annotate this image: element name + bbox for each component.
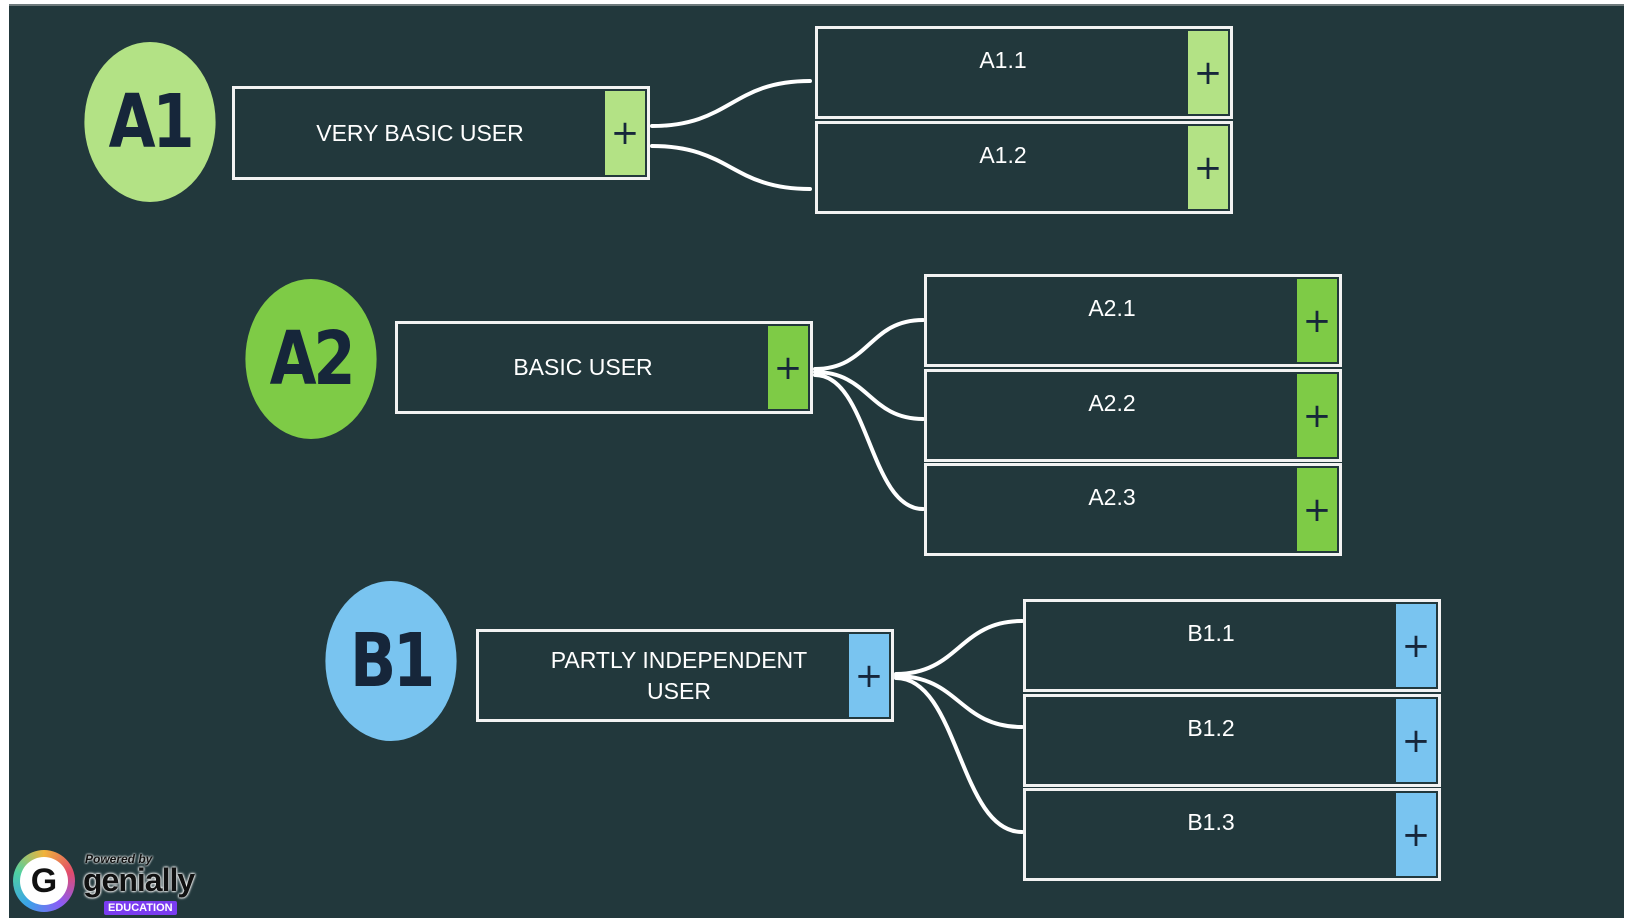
sublevel-box-b1-3: B1.3 +	[1023, 788, 1441, 881]
level-box-a2: BASIC USER +	[395, 321, 813, 414]
expand-a2-3-button[interactable]: +	[1297, 468, 1337, 551]
genially-logo[interactable]: G Powered by genially EDUCATION	[9, 848, 209, 918]
powered-by-text: Powered by	[85, 852, 153, 866]
brand-name: genially	[83, 862, 195, 898]
level-badge-b1: B1	[325, 581, 457, 741]
level-badge-a1: A1	[84, 42, 216, 202]
sublevel-box-a2-3: A2.3 +	[924, 463, 1342, 556]
diagram-canvas: A1 VERY BASIC USER + A1.1 + A1.2 + A2 BA…	[9, 4, 1624, 918]
level-title-a1: VERY BASIC USER	[316, 119, 524, 146]
level-box-b1: PARTLY INDEPENDENT USER +	[476, 629, 894, 722]
connector-line	[650, 144, 812, 191]
expand-a1-2-button[interactable]: +	[1188, 126, 1228, 209]
expand-a1-1-button[interactable]: +	[1188, 31, 1228, 114]
expand-b1-3-button[interactable]: +	[1396, 793, 1436, 876]
expand-a2-1-button[interactable]: +	[1297, 279, 1337, 362]
connector-line	[813, 373, 925, 511]
connector-line	[894, 676, 1024, 834]
genially-logo-icon: G	[13, 850, 75, 912]
sublevel-label: A2.1	[1088, 295, 1136, 321]
connector-line	[894, 619, 1024, 676]
expand-b1-2-button[interactable]: +	[1396, 699, 1436, 782]
expand-b1-1-button[interactable]: +	[1396, 604, 1436, 687]
connector-line	[650, 79, 812, 128]
sublevel-box-a1-2: A1.2 +	[815, 121, 1233, 214]
sublevel-box-a2-1: A2.1 +	[924, 274, 1342, 367]
sublevel-label: A1.1	[979, 47, 1027, 73]
sublevel-box-b1-2: B1.2 +	[1023, 694, 1441, 787]
expand-b1-button[interactable]: +	[849, 634, 889, 717]
level-title-b1: PARTLY INDEPENDENT USER	[550, 646, 808, 704]
level-title-a2: BASIC USER	[513, 354, 653, 380]
sublevel-label: A1.2	[979, 142, 1027, 168]
sublevel-box-a2-2: A2.2 +	[924, 369, 1342, 462]
education-badge: EDUCATION	[104, 901, 177, 915]
connector-line	[813, 370, 925, 421]
sublevel-label: B1.3	[1187, 809, 1235, 835]
level-badge-a2: A2	[245, 279, 377, 439]
sublevel-label: B1.1	[1187, 620, 1235, 646]
level-box-a1: VERY BASIC USER +	[232, 86, 650, 180]
sublevel-label: A2.3	[1088, 484, 1136, 510]
expand-a2-2-button[interactable]: +	[1297, 374, 1337, 457]
sublevel-box-b1-1: B1.1 +	[1023, 599, 1441, 692]
sublevel-box-a1-1: A1.1 +	[815, 26, 1233, 119]
sublevel-label: B1.2	[1187, 715, 1235, 741]
sublevel-label: A2.2	[1088, 390, 1136, 416]
expand-a2-button[interactable]: +	[768, 326, 808, 409]
connector-lines	[650, 79, 1024, 834]
expand-a1-button[interactable]: +	[605, 91, 645, 175]
connector-line	[813, 318, 925, 371]
connector-line	[894, 674, 1024, 729]
